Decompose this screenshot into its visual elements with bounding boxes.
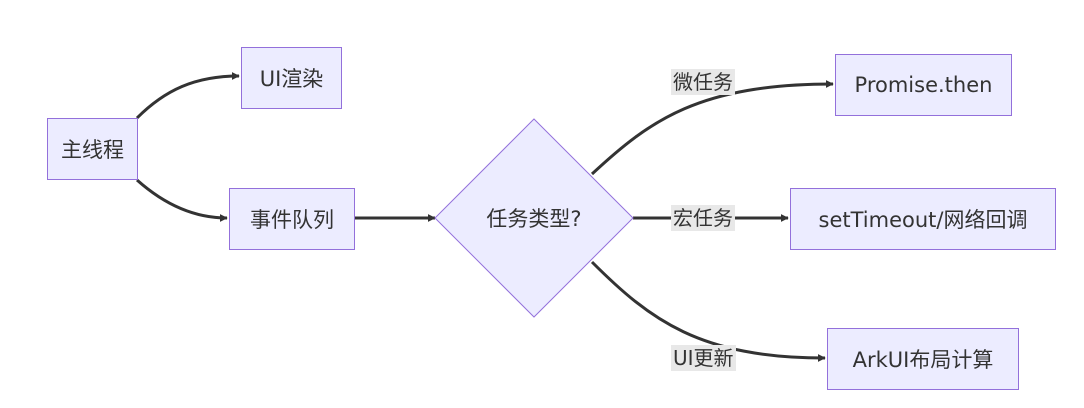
node-task-type-label: 任务类型?: [486, 207, 582, 231]
edge-label-ui-update: UI更新: [671, 345, 736, 371]
node-arkui-layout: ArkUI布局计算: [827, 328, 1019, 390]
edge-task-type-to-arkui-layout: [590, 260, 826, 362]
node-event-queue: 事件队列: [229, 188, 355, 250]
edge-main-thread-to-event-queue: [136, 178, 228, 222]
edge-task-type-to-promise-then: [590, 80, 834, 176]
edge-label-micro-task: 微任务: [671, 69, 735, 95]
node-ui-render: UI渲染: [241, 47, 342, 109]
node-main-thread: 主线程: [47, 118, 138, 180]
node-promise-then: Promise.then: [835, 54, 1012, 116]
node-set-timeout: setTimeout/网络回调: [790, 188, 1056, 250]
edge-label-macro-task: 宏任务: [671, 205, 735, 231]
node-task-type-diamond: [434, 118, 634, 318]
edge-main-thread-to-ui-render: [135, 72, 240, 120]
